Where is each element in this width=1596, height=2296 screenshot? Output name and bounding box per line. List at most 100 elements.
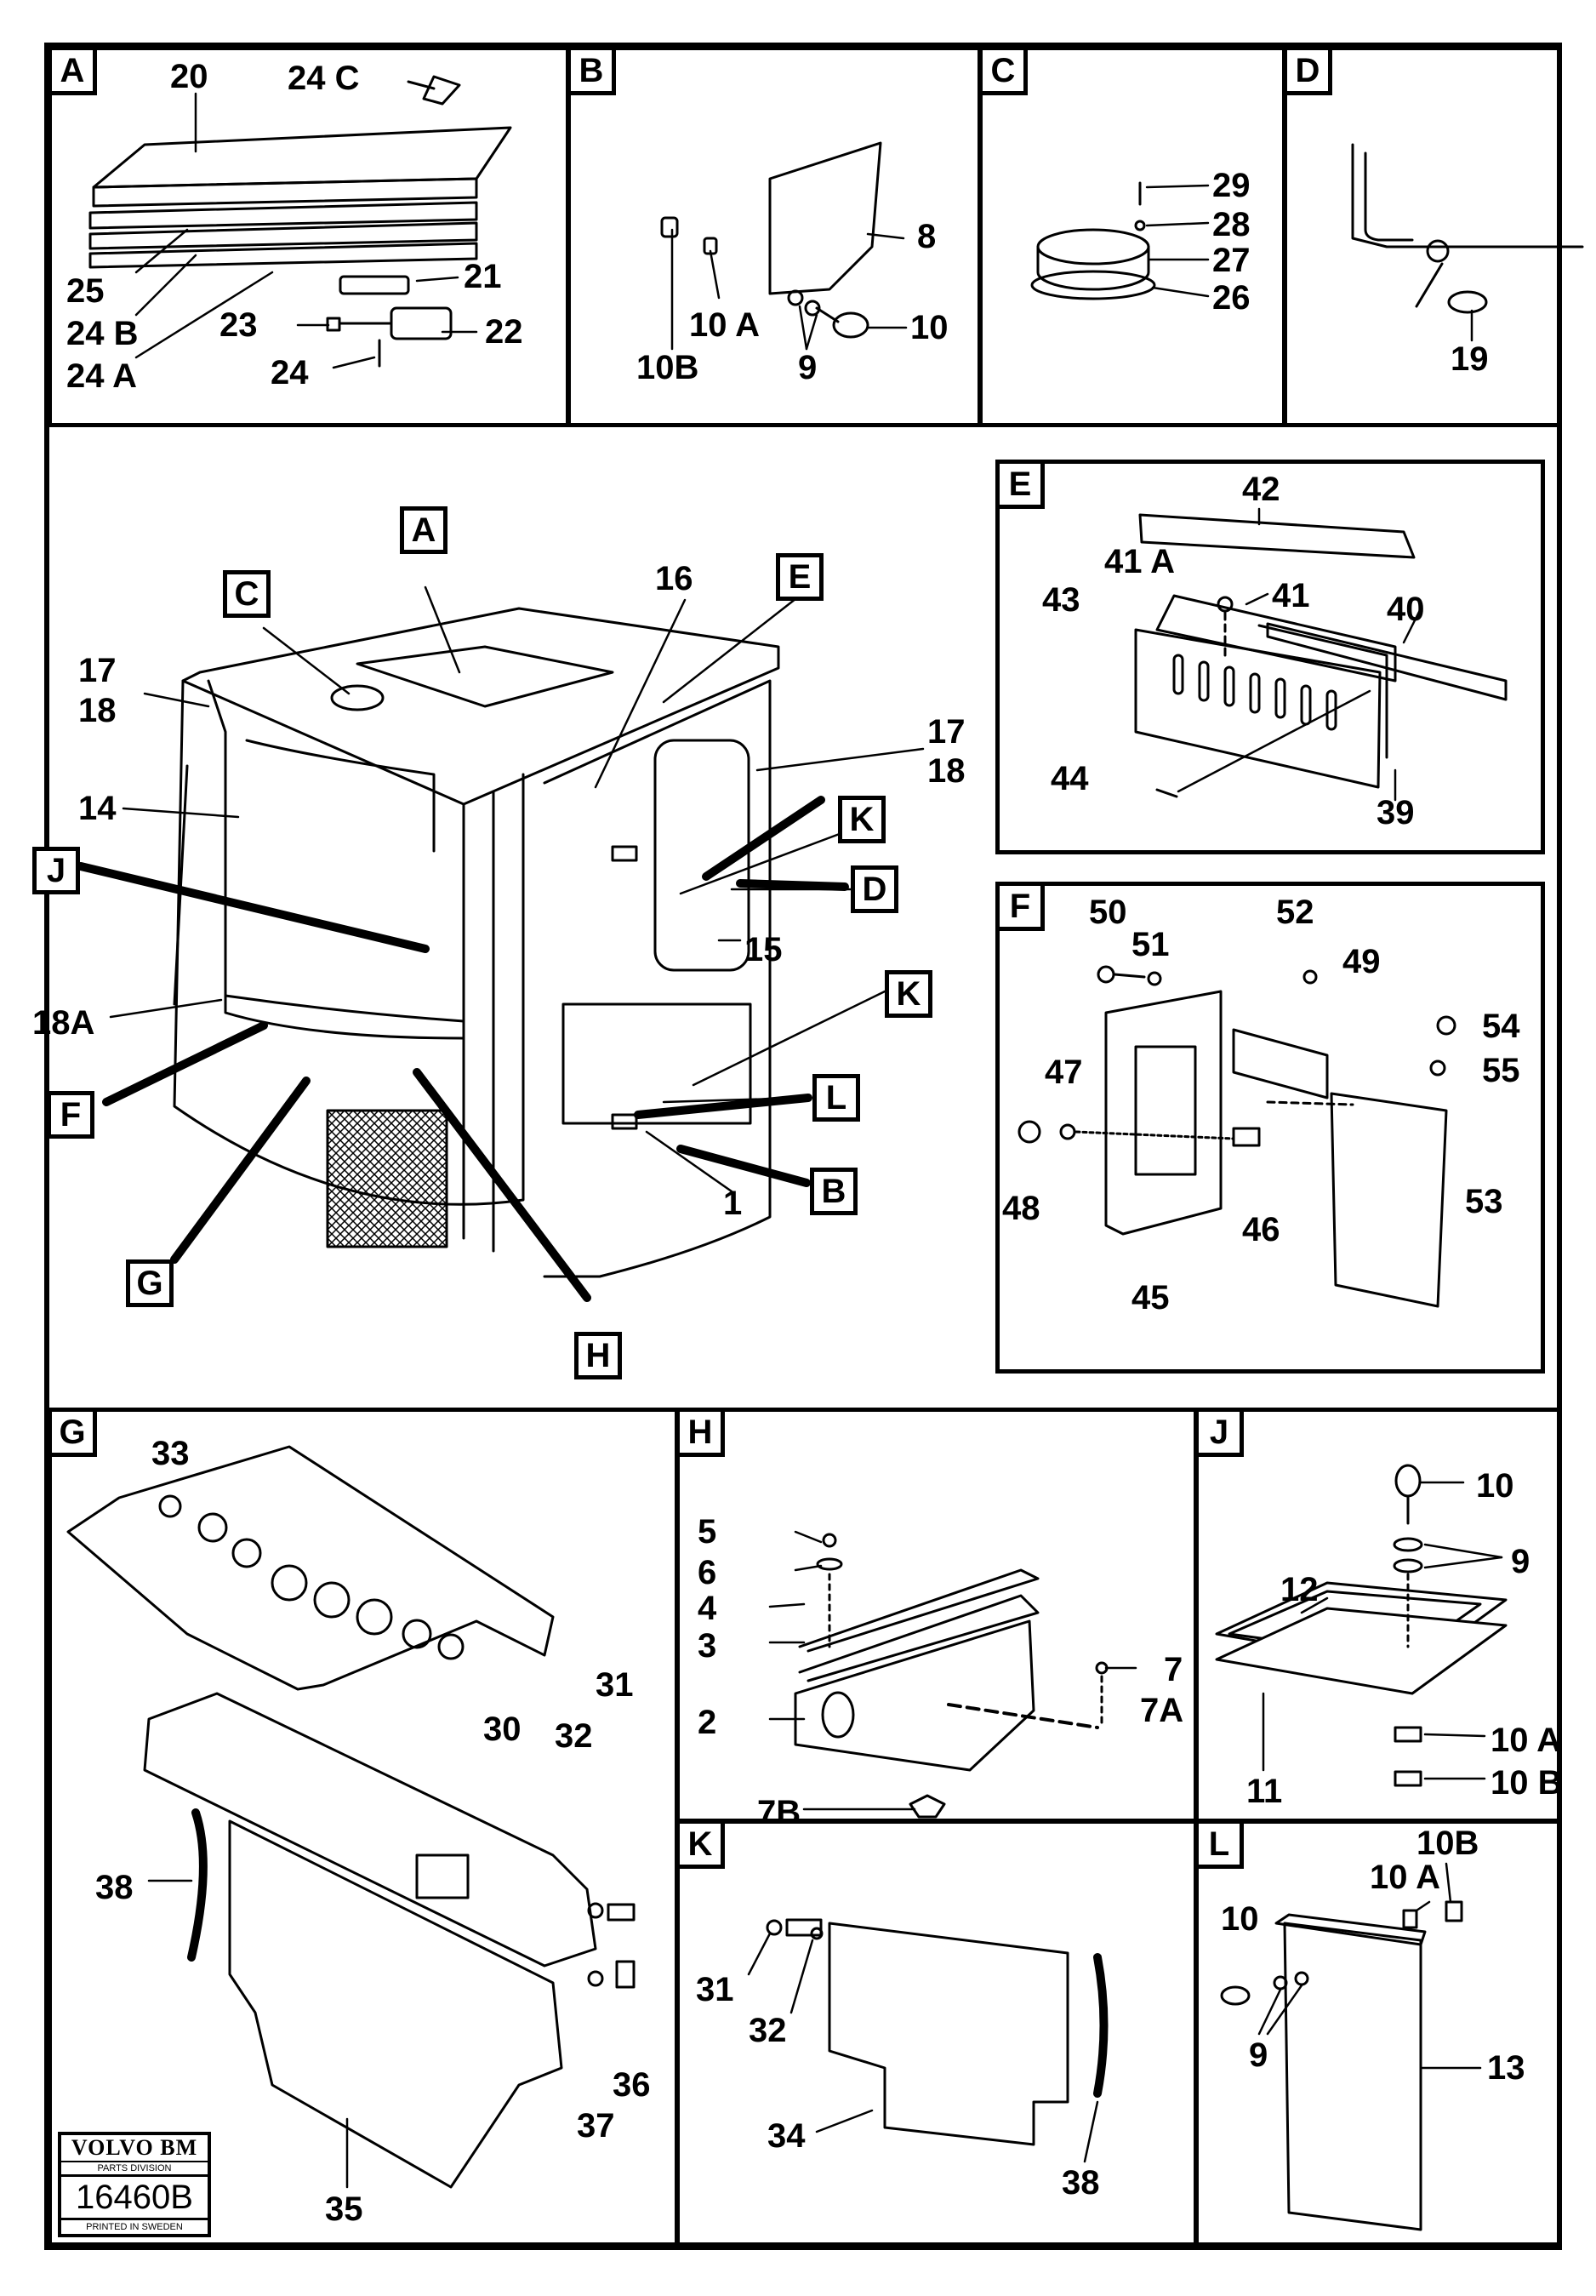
panel-l-letter: L (1194, 1819, 1244, 1869)
panel-j-letter: J (1194, 1408, 1244, 1457)
part-label: 48 (1002, 1190, 1040, 1227)
part-label: 6 (698, 1554, 717, 1591)
drawing-frame (44, 43, 1562, 2250)
stamp-division: PARTS DIVISION (61, 2162, 208, 2177)
part-label: 40 (1387, 591, 1425, 628)
part-label: 32 (555, 1717, 593, 1755)
part-label: 54 (1482, 1008, 1520, 1045)
part-label: 16 (655, 560, 693, 597)
part-label: 39 (1377, 794, 1415, 831)
part-label: 44 (1051, 760, 1089, 797)
part-label: 15 (744, 931, 783, 968)
part-label: 9 (798, 349, 818, 386)
part-label: 7A (1140, 1692, 1184, 1729)
panel-c-letter: C (978, 46, 1028, 95)
panel-a-letter: A (48, 46, 97, 95)
callout-k: K (838, 796, 886, 843)
part-label: 24 C (288, 60, 360, 97)
part-label: 34 (767, 2117, 806, 2155)
panel-c-drawing (1030, 181, 1210, 300)
part-label: 18 (78, 692, 117, 729)
part-label: 18A (32, 1004, 95, 1042)
part-label: 28 (1212, 206, 1251, 243)
part-label: 12 (1280, 1571, 1319, 1608)
part-label: 10B (636, 349, 699, 386)
panel-d: D (1283, 46, 1562, 427)
part-label: 46 (1242, 1211, 1280, 1248)
part-label: 47 (1045, 1054, 1083, 1091)
part-label: 31 (596, 1666, 634, 1704)
panel-e-drawing (1134, 507, 1508, 802)
stamp-brand: VOLVO BM (61, 2135, 208, 2162)
panel-d-drawing (1351, 143, 1584, 342)
part-label: 10 A (689, 306, 761, 344)
part-label: 10 (1476, 1467, 1514, 1505)
part-label: 13 (1487, 2049, 1525, 2087)
part-label: 9 (1249, 2036, 1268, 2074)
panel-g-drawing (66, 1445, 636, 2189)
part-label: 7 (1164, 1651, 1183, 1688)
stamp-printed: PRINTED IN SWEDEN (86, 2222, 183, 2232)
callout-b: B (810, 1168, 858, 1215)
panel-l-drawing (1220, 1862, 1482, 2231)
callout-j: J (32, 847, 80, 894)
panel-k-drawing (747, 1918, 1109, 2163)
part-label: 31 (696, 1971, 734, 2008)
callout-e: E (776, 553, 824, 601)
parts-division-stamp: VOLVO BM PARTS DIVISION 16460B PRINTED I… (58, 2132, 211, 2237)
part-label: 24 B (66, 315, 139, 352)
part-label: 24 (271, 354, 309, 391)
part-label: 10 B (1491, 1764, 1563, 1802)
part-label: 14 (78, 790, 117, 827)
part-label: 26 (1212, 279, 1251, 317)
panel-h-drawing (768, 1530, 1137, 1819)
panel-b-drawing (660, 141, 908, 351)
part-label: 10 A (1370, 1859, 1441, 1896)
part-label: 37 (577, 2107, 615, 2145)
panel-c: C (978, 46, 1286, 427)
part-label: 17 (927, 713, 966, 751)
callout-l: L (812, 1074, 860, 1122)
callout-k-lower: K (885, 970, 932, 1018)
panel-e-letter: E (995, 460, 1045, 509)
part-label: 21 (464, 258, 502, 295)
part-label: 33 (151, 1435, 190, 1472)
callout-g: G (126, 1259, 174, 1307)
panel-h-letter: H (675, 1408, 725, 1457)
part-label: 36 (613, 2066, 651, 2104)
part-label: 19 (1451, 340, 1489, 378)
part-label: 10 A (1491, 1722, 1562, 1759)
callout-h: H (574, 1332, 622, 1379)
part-label: 10 (1221, 1900, 1259, 1938)
callout-c: C (223, 570, 271, 618)
part-label: 55 (1482, 1052, 1520, 1089)
panel-f-letter: F (995, 882, 1045, 931)
stamp-number: 16460B (61, 2177, 208, 2220)
part-label: 42 (1242, 471, 1280, 508)
part-label: 5 (698, 1513, 717, 1551)
panel-j-drawing (1215, 1464, 1508, 1787)
part-label: 52 (1276, 894, 1314, 931)
part-label: 45 (1131, 1279, 1170, 1316)
part-label: 7B (757, 1794, 801, 1831)
part-label: 41 A (1104, 543, 1176, 580)
part-label: 41 (1272, 577, 1310, 614)
part-label: 9 (1511, 1543, 1530, 1580)
panel-k-letter: K (675, 1819, 725, 1869)
part-label: 18 (927, 752, 966, 790)
part-label: 17 (78, 652, 117, 689)
part-label: 30 (483, 1711, 522, 1748)
part-label: 27 (1212, 242, 1251, 279)
part-label: 1 (723, 1185, 743, 1222)
part-label: 43 (1042, 581, 1080, 619)
part-label: 50 (1089, 894, 1127, 931)
part-label: 51 (1131, 926, 1170, 963)
hatch-cover-drawing (88, 75, 512, 368)
panel-d-letter: D (1283, 46, 1332, 95)
part-label: 38 (1062, 2164, 1100, 2202)
part-label: 3 (698, 1627, 717, 1665)
part-label: 4 (698, 1590, 717, 1627)
callout-d: D (851, 865, 898, 913)
part-label: 35 (325, 2190, 363, 2228)
panel-b-letter: B (567, 46, 616, 95)
